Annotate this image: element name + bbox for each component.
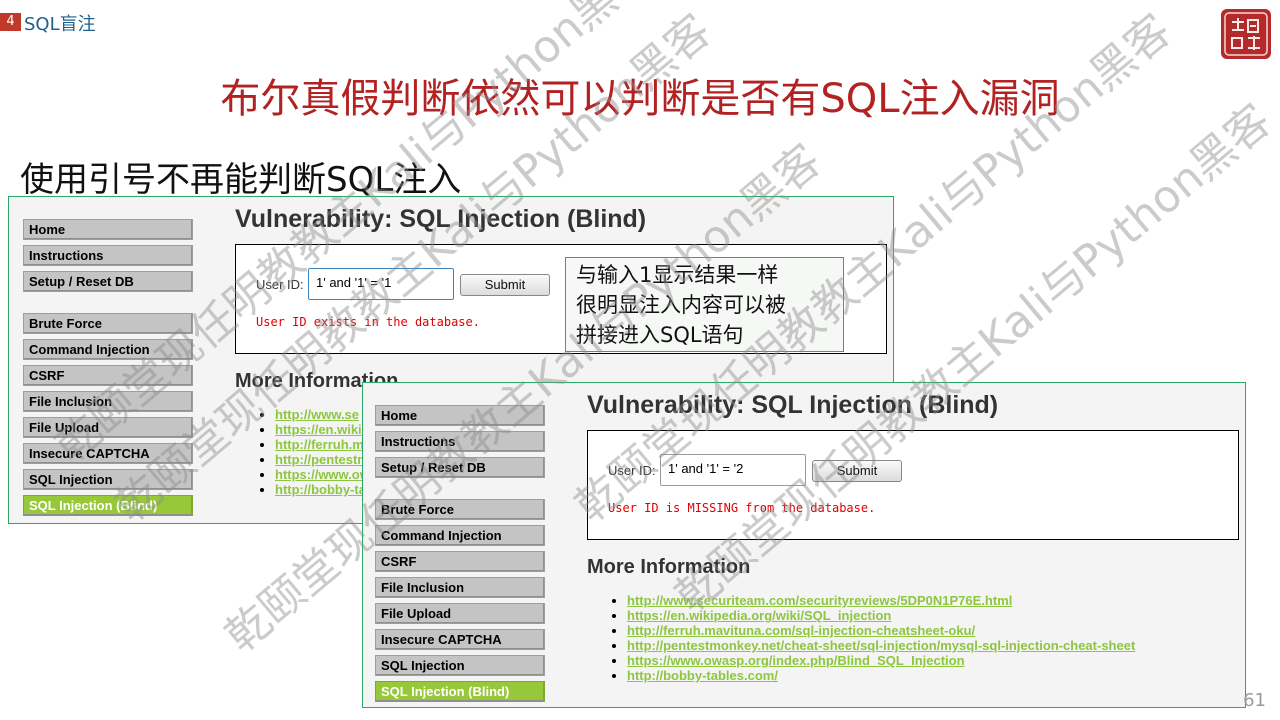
menu-item-home[interactable]: Home xyxy=(375,405,545,426)
menu-item-insecure-captcha[interactable]: Insecure CAPTCHA xyxy=(23,443,193,464)
info-link[interactable]: https://en.wikipedia.org/wiki/SQL_inject… xyxy=(627,608,892,623)
callout-line: 拼接进入SQL语句 xyxy=(576,323,744,347)
query-result: User ID is MISSING from the database. xyxy=(608,501,876,515)
menu-item-brute-force[interactable]: Brute Force xyxy=(23,313,193,334)
info-link[interactable]: https://www.owasp.org/index.php/Blind_SQ… xyxy=(627,653,965,668)
info-link[interactable]: https://www.ow xyxy=(275,467,370,482)
menu-item-insecure-captcha[interactable]: Insecure CAPTCHA xyxy=(375,629,545,650)
menu-item-sql-injection[interactable]: SQL Injection xyxy=(375,655,545,676)
list-item: http://ferruh.m xyxy=(275,437,893,452)
menu-item-setup[interactable]: Setup / Reset DB xyxy=(375,457,545,478)
section-number-badge: 4 xyxy=(0,13,21,31)
menu-item-home[interactable]: Home xyxy=(23,219,193,240)
list-item: http://ferruh.mavituna.com/sql-injection… xyxy=(627,623,1245,638)
submit-button[interactable]: Submit xyxy=(812,460,902,482)
info-link[interactable]: http://bobby-tables.com/ xyxy=(627,668,778,683)
dvwa-menu: Home Instructions Setup / Reset DB Brute… xyxy=(375,405,545,707)
dvwa-main: Vulnerability: SQL Injection (Blind) Use… xyxy=(235,205,893,497)
more-information-title: More Information xyxy=(235,370,399,392)
user-id-input[interactable]: 1' and '1' = '2 xyxy=(660,454,806,486)
menu-item-file-upload[interactable]: File Upload xyxy=(23,417,193,438)
submit-button[interactable]: Submit xyxy=(460,274,550,296)
user-id-label: User ID: xyxy=(256,277,304,292)
menu-item-file-inclusion[interactable]: File Inclusion xyxy=(23,391,193,412)
menu-item-sql-injection-blind[interactable]: SQL Injection (Blind) xyxy=(23,495,193,516)
info-link[interactable]: http://pentestm xyxy=(275,452,369,467)
menu-item-sql-injection[interactable]: SQL Injection xyxy=(23,469,193,490)
callout-line: 很明显注入内容可以被 xyxy=(576,293,786,317)
list-item: http://www.se xyxy=(275,407,893,422)
menu-item-csrf[interactable]: CSRF xyxy=(375,551,545,572)
more-information-title: More Information xyxy=(587,556,751,578)
info-link[interactable]: http://bobby-ta xyxy=(275,482,366,497)
menu-item-command-injection[interactable]: Command Injection xyxy=(375,525,545,546)
dvwa-menu: Home Instructions Setup / Reset DB Brute… xyxy=(23,219,193,521)
sqli-form: User ID: 1' and '1' = '2 Submit User ID … xyxy=(587,430,1239,540)
menu-item-file-inclusion[interactable]: File Inclusion xyxy=(375,577,545,598)
menu-item-sql-injection-blind[interactable]: SQL Injection (Blind) xyxy=(375,681,545,702)
info-links: http://www.se https://en.wiki http://fer… xyxy=(235,407,893,497)
seal-logo xyxy=(1221,9,1271,59)
callout-line: 与输入1显示结果一样 xyxy=(576,263,779,287)
query-result: User ID exists in the database. xyxy=(256,315,480,329)
info-link[interactable]: http://pentestmonkey.net/cheat-sheet/sql… xyxy=(627,638,1136,653)
list-item: https://en.wiki xyxy=(275,422,893,437)
slide-title: 布尔真假判断依然可以判断是否有SQL注入漏洞 xyxy=(220,76,1060,122)
menu-item-instructions[interactable]: Instructions xyxy=(23,245,193,266)
menu-item-csrf[interactable]: CSRF xyxy=(23,365,193,386)
section-title: SQL盲注 xyxy=(24,14,96,35)
menu-item-setup[interactable]: Setup / Reset DB xyxy=(23,271,193,292)
menu-item-instructions[interactable]: Instructions xyxy=(375,431,545,452)
info-link[interactable]: https://en.wiki xyxy=(275,422,362,437)
info-link[interactable]: http://www.se xyxy=(275,407,360,422)
list-item: http://bobby-ta xyxy=(275,482,893,497)
list-item: https://en.wikipedia.org/wiki/SQL_inject… xyxy=(627,608,1245,623)
list-item: http://bobby-tables.com/ xyxy=(627,668,1245,683)
explanation-callout: 与输入1显示结果一样 很明显注入内容可以被 拼接进入SQL语句 xyxy=(565,257,844,352)
list-item: https://www.owasp.org/index.php/Blind_SQ… xyxy=(627,653,1245,668)
menu-item-command-injection[interactable]: Command Injection xyxy=(23,339,193,360)
list-item: https://www.ow xyxy=(275,467,893,482)
vulnerability-title: Vulnerability: SQL Injection (Blind) xyxy=(235,205,647,233)
user-id-label: User ID: xyxy=(608,463,656,478)
vulnerability-title: Vulnerability: SQL Injection (Blind) xyxy=(587,391,999,419)
slide-subtitle: 使用引号不再能判断SQL注入 xyxy=(20,160,462,200)
user-id-input[interactable]: 1' and '1' = '1 xyxy=(308,268,454,300)
list-item: http://pentestmonkey.net/cheat-sheet/sql… xyxy=(627,638,1245,653)
menu-item-brute-force[interactable]: Brute Force xyxy=(375,499,545,520)
list-item: http://pentestm xyxy=(275,452,893,467)
info-link[interactable]: http://ferruh.mavituna.com/sql-injection… xyxy=(627,623,976,638)
info-links: http://www.securiteam.com/securityreview… xyxy=(587,593,1245,683)
menu-item-file-upload[interactable]: File Upload xyxy=(375,603,545,624)
page-number: 61 xyxy=(1243,690,1266,711)
dvwa-screenshot-false: Home Instructions Setup / Reset DB Brute… xyxy=(362,382,1246,708)
info-link[interactable]: http://ferruh.m xyxy=(275,437,364,452)
list-item: http://www.securiteam.com/securityreview… xyxy=(627,593,1245,608)
dvwa-main: Vulnerability: SQL Injection (Blind) Use… xyxy=(587,391,1245,683)
info-link[interactable]: http://www.securiteam.com/securityreview… xyxy=(627,593,1013,608)
